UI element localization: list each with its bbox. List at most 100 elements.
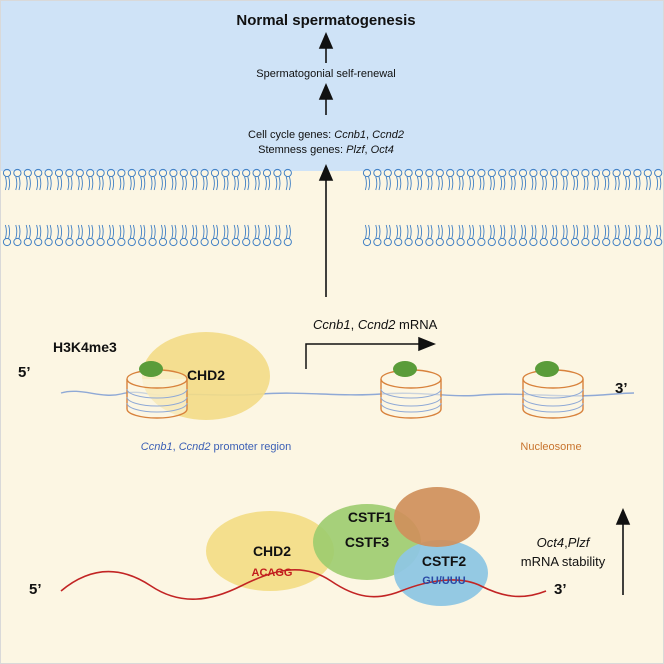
lipid-tail bbox=[420, 176, 423, 191]
dna-wrap bbox=[522, 388, 584, 399]
lipid-tail bbox=[264, 176, 267, 191]
lipid-head bbox=[283, 237, 292, 247]
lipid-tail bbox=[472, 176, 475, 191]
lipid-head bbox=[231, 237, 240, 247]
lipid-tail bbox=[617, 224, 620, 239]
lipid-tail bbox=[531, 224, 534, 239]
lipid-tail bbox=[458, 224, 461, 239]
lipid-head bbox=[550, 168, 559, 178]
lipid-tail bbox=[226, 176, 229, 191]
lipid-head bbox=[65, 168, 74, 178]
lipid-tail bbox=[375, 224, 378, 239]
lipid-tail bbox=[4, 176, 7, 191]
lipid-head bbox=[394, 168, 403, 178]
lipid-tail bbox=[593, 176, 596, 191]
lipid-tail bbox=[461, 176, 464, 191]
lipid-head bbox=[210, 168, 220, 178]
lipid-head bbox=[86, 168, 95, 178]
lipid-head bbox=[425, 237, 434, 247]
lipid-head bbox=[13, 237, 22, 247]
lipid-tail bbox=[91, 224, 94, 239]
lipid-tail bbox=[385, 176, 388, 191]
lipid-head bbox=[148, 168, 157, 178]
lipid-tail bbox=[15, 224, 18, 239]
lipid-head bbox=[200, 168, 209, 178]
arrowhead-self-renewal bbox=[318, 82, 334, 100]
lipid-tail bbox=[503, 224, 506, 239]
lipid-head bbox=[2, 237, 12, 247]
cstf2-label: CSTF2 bbox=[421, 553, 467, 569]
lipid-head bbox=[158, 168, 168, 178]
lipid-tail bbox=[364, 224, 367, 239]
lipid-tail bbox=[212, 176, 215, 191]
cell-cycle-gene2: Ccnd2 bbox=[372, 129, 404, 141]
lipid-tail bbox=[98, 224, 101, 239]
cstf1-blob bbox=[394, 487, 480, 547]
lipid-tail bbox=[236, 224, 239, 239]
lipid-tail bbox=[378, 176, 381, 191]
lipid-tail bbox=[254, 176, 257, 191]
lipid-tail bbox=[586, 224, 589, 239]
lipid-head bbox=[560, 237, 569, 247]
lipid-tail bbox=[534, 224, 537, 239]
cell-cycle-gene1: Ccnb1 bbox=[334, 129, 367, 141]
promoter-gene1: Ccnb1 bbox=[140, 441, 173, 453]
lipid-tail bbox=[101, 224, 104, 239]
lipid-tail bbox=[67, 224, 70, 239]
stemness-gene1: Plzf bbox=[346, 144, 365, 156]
lipid-head bbox=[570, 237, 580, 247]
lipid-tail bbox=[596, 224, 599, 239]
lipid-tail bbox=[583, 224, 586, 239]
lipid-tail bbox=[430, 224, 433, 239]
lipid-head bbox=[252, 237, 261, 247]
lipid-tail bbox=[406, 224, 409, 239]
lipid-tail bbox=[451, 176, 454, 191]
lipid-head bbox=[539, 237, 548, 247]
lipid-tail bbox=[614, 176, 617, 191]
lipid-head bbox=[414, 237, 424, 247]
lipid-tail bbox=[586, 176, 589, 191]
lipid-tail bbox=[80, 176, 83, 191]
lipid-tail bbox=[216, 176, 219, 191]
lipid-head bbox=[570, 168, 580, 178]
lipid-tail bbox=[635, 224, 638, 239]
lipid-tail bbox=[153, 176, 156, 191]
lipid-head bbox=[169, 168, 178, 178]
lipid-tail bbox=[77, 224, 80, 239]
lipid-tail bbox=[638, 176, 641, 191]
lipid-head bbox=[446, 237, 455, 247]
h3k4me3-mark bbox=[393, 361, 417, 377]
lipid-head bbox=[75, 237, 84, 247]
lipid-head bbox=[106, 168, 116, 178]
lipid-tail bbox=[399, 224, 402, 239]
dna-wrap bbox=[126, 396, 188, 407]
lipid-tail bbox=[572, 224, 575, 239]
lipid-head bbox=[581, 237, 590, 247]
lipid-tail bbox=[70, 176, 73, 191]
lipid-tail bbox=[607, 176, 610, 191]
lipid-tail bbox=[628, 176, 631, 191]
rna-five-prime: 5’ bbox=[29, 581, 42, 598]
cstf1-label: CSTF1 bbox=[347, 509, 393, 525]
lipid-tail bbox=[288, 176, 291, 191]
transcription-arrow bbox=[305, 336, 437, 369]
lipid-tail bbox=[659, 176, 662, 191]
lipid-tail bbox=[576, 224, 579, 239]
lipid-tail bbox=[160, 176, 163, 191]
lipid-head bbox=[477, 237, 486, 247]
lipid-head bbox=[477, 168, 486, 178]
lipid-tail bbox=[368, 224, 371, 239]
lipid-tail bbox=[617, 176, 620, 191]
chd2-rna-label: CHD2 bbox=[252, 543, 292, 559]
lipid-head bbox=[456, 237, 465, 247]
promoter-gene2: Ccnd2 bbox=[178, 441, 211, 453]
lipid-tail bbox=[399, 176, 402, 191]
lipid-head bbox=[498, 168, 507, 178]
lipid-tail bbox=[132, 224, 135, 239]
dna-three-prime: 3’ bbox=[615, 380, 628, 397]
lipid-head bbox=[487, 237, 496, 247]
lipid-tail bbox=[368, 176, 371, 191]
cstf3-blob bbox=[313, 504, 421, 580]
lipid-tail bbox=[524, 224, 527, 239]
lipid-head bbox=[643, 237, 652, 247]
